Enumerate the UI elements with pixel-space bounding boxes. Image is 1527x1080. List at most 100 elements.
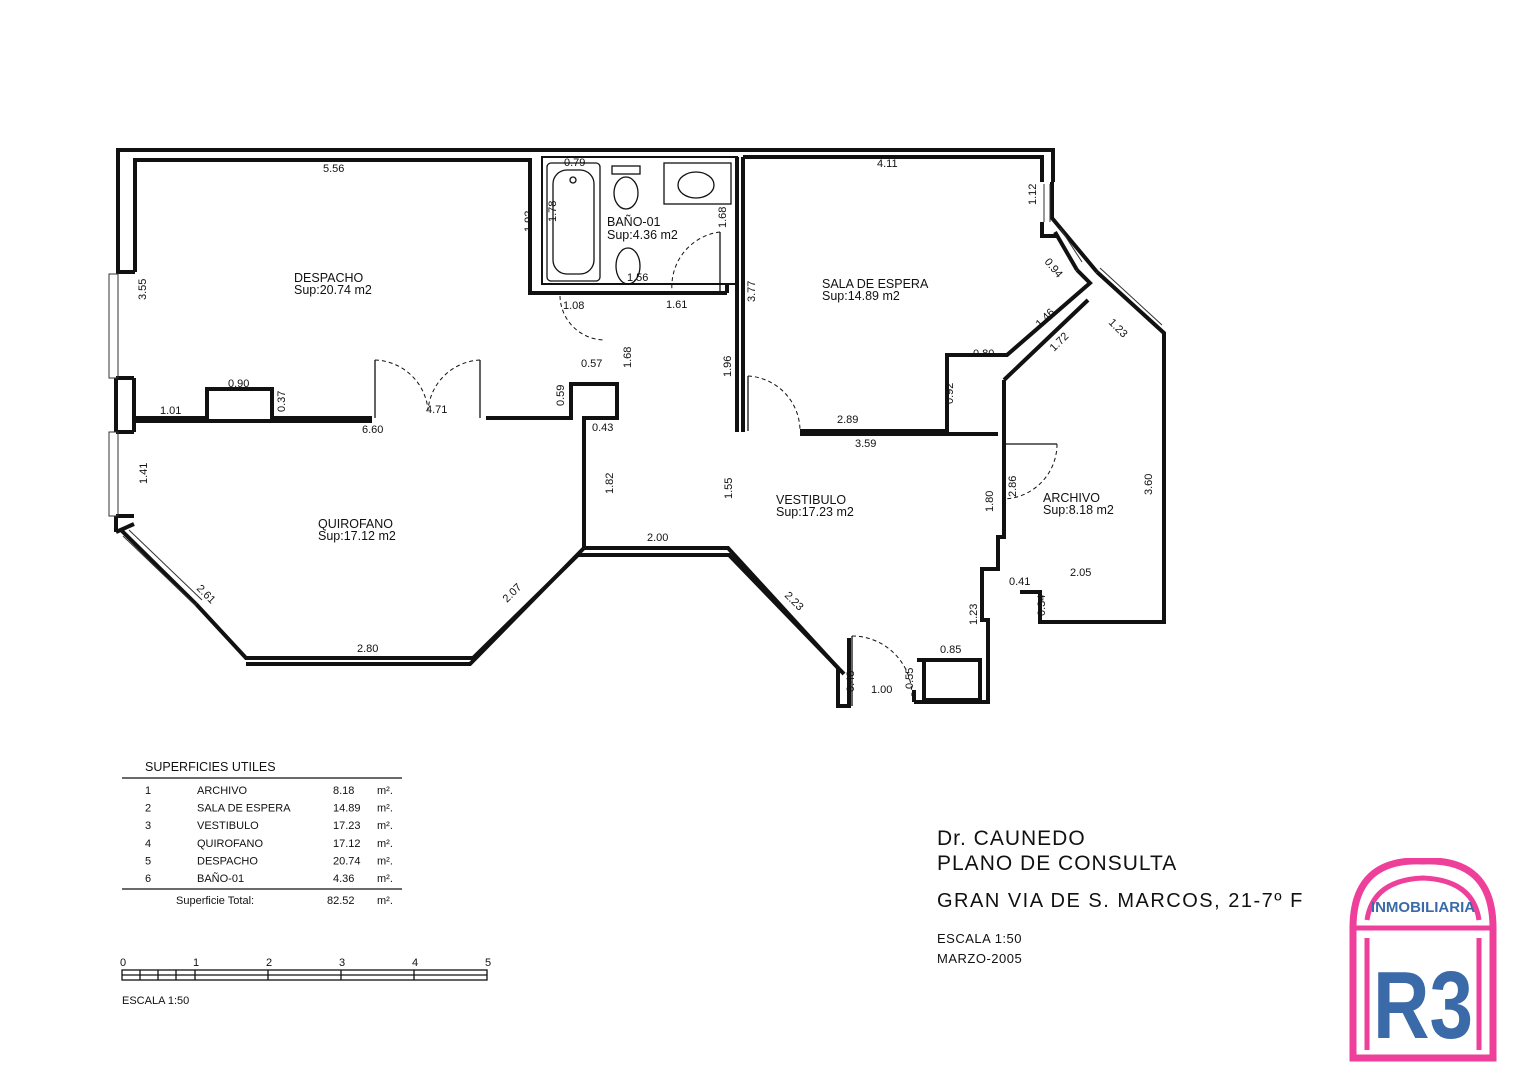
- dim-label: 0.85: [940, 644, 961, 656]
- scale-tick-label: 2: [266, 957, 272, 969]
- dim-label: 3.55: [137, 279, 149, 300]
- dim-label: 5.56: [323, 163, 344, 175]
- scale-tick-label: 0: [120, 957, 126, 969]
- scale-bar: 0 1 2 3 4 5 ESCALA 1:50: [120, 957, 491, 1007]
- dim-label: 1.00: [871, 684, 892, 696]
- dim-label: 3.59: [855, 438, 876, 450]
- surfaces-table-title: SUPERFICIES UTILES: [145, 760, 276, 774]
- surfaces-total-label: Superficie Total:: [176, 895, 254, 907]
- dim-label: 4.11: [877, 158, 898, 170]
- title-address: GRAN VIA DE S. MARCOS, 21-7º F: [937, 890, 1304, 912]
- dim-label: 0.37: [276, 391, 288, 412]
- surfaces-row-name: QUIROFANO: [197, 838, 263, 850]
- dim-label: 0.79: [564, 157, 585, 169]
- dim-label: 6.60: [362, 424, 383, 436]
- surfaces-row-name: VESTIBULO: [197, 820, 259, 832]
- dim-label: 4.71: [426, 404, 447, 416]
- room-archivo-area: Sup:8.18 m2: [1043, 503, 1114, 517]
- room-sala-name: SALA DE ESPERA: [822, 277, 929, 291]
- scale-bar-label: ESCALA 1:50: [122, 995, 189, 1007]
- room-vestibulo-name: VESTIBULO: [776, 493, 846, 507]
- surfaces-row-num: 4: [145, 838, 151, 850]
- dim-label: 1.61: [666, 299, 687, 311]
- dim-label: 0.34: [1036, 595, 1048, 616]
- r3-inmobiliaria-logo: INMOBILIARIA R3: [1349, 858, 1497, 1062]
- surfaces-total-value: 82.52: [327, 895, 355, 907]
- svg-text:INMOBILIARIA: INMOBILIARIA: [1371, 899, 1475, 916]
- dim-label: 0.43: [592, 422, 613, 434]
- dim-label: 2.05: [1070, 567, 1091, 579]
- surfaces-row-value: 17.12: [333, 838, 361, 850]
- surfaces-row-value: 4.36: [333, 873, 354, 885]
- surfaces-row-num: 3: [145, 820, 151, 832]
- svg-text:R3: R3: [1373, 952, 1473, 1059]
- dim-label: 2.07: [501, 581, 525, 605]
- surfaces-total-unit: m².: [377, 895, 393, 907]
- dim-label: 0.48: [845, 671, 857, 692]
- dim-label: 3.77: [746, 281, 758, 302]
- dim-label: 0.57: [581, 358, 602, 370]
- dim-label: 1.82: [604, 473, 616, 494]
- dim-label: 1.08: [563, 300, 584, 312]
- room-sala-area: Sup:14.89 m2: [822, 289, 900, 303]
- dim-label: 1.56: [627, 272, 648, 284]
- surfaces-row-name: ARCHIVO: [197, 785, 248, 797]
- surfaces-row-unit: m².: [377, 873, 393, 885]
- surfaces-row-name: SALA DE ESPERA: [197, 803, 291, 815]
- surfaces-row-num: 5: [145, 855, 151, 867]
- dim-label: 0.80: [973, 348, 994, 360]
- title-doctor: Dr. CAUNEDO: [937, 827, 1086, 850]
- dim-label: 0.59: [555, 385, 567, 406]
- dim-label: 1.80: [984, 491, 996, 512]
- dim-label: 1.92: [523, 211, 535, 232]
- dim-label: 2.89: [837, 414, 858, 426]
- dim-label: 0.55: [904, 668, 916, 689]
- room-quirofano-area: Sup:17.12 m2: [318, 529, 396, 543]
- surfaces-row-unit: m².: [377, 838, 393, 850]
- dim-label: 1.23: [968, 604, 980, 625]
- surfaces-row-name: BAÑO-01: [197, 872, 244, 885]
- surfaces-row-unit: m².: [377, 820, 393, 832]
- surfaces-row-unit: m².: [377, 785, 393, 797]
- dim-label: 1.55: [723, 478, 735, 499]
- dim-label: 1.23: [1106, 317, 1130, 341]
- dim-label: 1.12: [1027, 184, 1039, 205]
- dim-label: 1.01: [160, 405, 181, 417]
- dim-label: 1.78: [547, 201, 559, 222]
- dim-label: 2.00: [647, 532, 668, 544]
- surfaces-row-value: 8.18: [333, 785, 354, 797]
- scale-tick-label: 3: [339, 957, 345, 969]
- room-labels: DESPACHO Sup:20.74 m2 BAÑO-01 Sup:4.36 m…: [294, 215, 1114, 543]
- surfaces-row-num: 1: [145, 785, 151, 797]
- title-scale: ESCALA 1:50: [937, 931, 1022, 946]
- windows: [108, 184, 1163, 607]
- title-date: MARZO-2005: [937, 951, 1023, 966]
- surfaces-row-name: DESPACHO: [197, 855, 258, 867]
- surfaces-row-unit: m².: [377, 803, 393, 815]
- walls: [114, 148, 1166, 708]
- room-despacho-area: Sup:20.74 m2: [294, 283, 372, 297]
- title-block: Dr. CAUNEDO PLANO DE CONSULTA GRAN VIA D…: [937, 826, 1304, 966]
- scale-tick-label: 5: [485, 957, 491, 969]
- room-despacho-name: DESPACHO: [294, 271, 364, 285]
- dim-label: 0.94: [1042, 256, 1065, 280]
- room-archivo-name: ARCHIVO: [1043, 491, 1100, 505]
- dim-label: 2.86: [1007, 476, 1019, 497]
- dim-label: 1.41: [138, 463, 150, 484]
- room-bano-area: Sup:4.36 m2: [607, 228, 678, 242]
- dim-label: 1.68: [622, 347, 634, 368]
- scale-tick-label: 4: [412, 957, 418, 969]
- bathroom-fixtures: [546, 162, 732, 285]
- surfaces-row-unit: m².: [377, 855, 393, 867]
- room-bano-name: BAÑO-01: [607, 215, 661, 229]
- dim-label: 0.90: [228, 378, 249, 390]
- room-quirofano-name: QUIROFANO: [318, 517, 393, 531]
- dim-label: 0.41: [1009, 576, 1030, 588]
- dim-label: 3.60: [1143, 474, 1155, 495]
- dim-label: 1.68: [717, 207, 729, 228]
- surfaces-row-value: 20.74: [333, 855, 361, 867]
- dim-label: 2.80: [357, 643, 378, 655]
- scale-tick-label: 1: [193, 957, 199, 969]
